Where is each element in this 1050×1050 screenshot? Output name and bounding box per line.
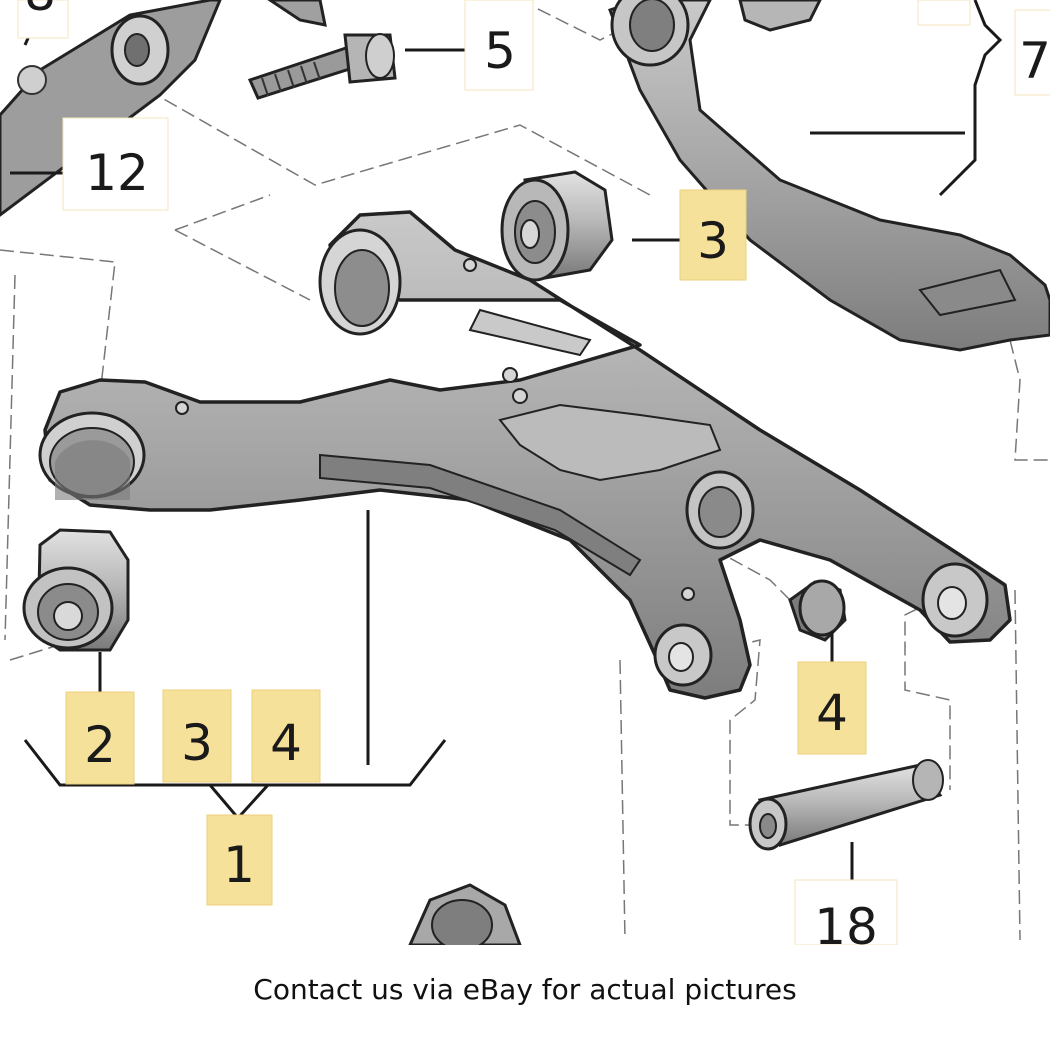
cap-part — [788, 579, 847, 642]
upper-control-arm — [608, 0, 1050, 352]
caption-text: Contact us via eBay for actual pictures — [253, 973, 797, 1006]
label-boxes — [17, 0, 1050, 945]
label-4-right: 4 — [816, 684, 848, 742]
label-3-top: 3 — [697, 212, 729, 270]
label-5: 5 — [484, 22, 516, 80]
parts-diagram: 8 5 7 12 3 2 3 4 4 1 18 — [0, 0, 1050, 945]
label-2: 2 — [84, 716, 116, 774]
label-1: 1 — [223, 836, 255, 894]
left-link-arm — [0, 0, 222, 217]
leader-lines — [10, 0, 1003, 890]
part-labels: 8 5 7 12 3 2 3 4 4 1 18 — [24, 0, 1050, 945]
guide-lines — [0, 0, 1050, 941]
label-12: 12 — [85, 144, 149, 202]
bottom-partial-part — [408, 883, 522, 945]
label-8: 8 — [24, 0, 56, 22]
label-3-bottom: 3 — [181, 714, 213, 772]
label-7: 7 — [1019, 32, 1050, 90]
bushing-top — [500, 170, 614, 282]
bolt-part — [247, 33, 397, 100]
label-18: 18 — [814, 898, 878, 945]
top-bracket — [267, 0, 327, 27]
sleeve-part — [748, 759, 944, 851]
label-4-bottom: 4 — [270, 714, 302, 772]
bushing-left — [22, 528, 130, 652]
lower-wishbone-arm — [38, 210, 1012, 700]
